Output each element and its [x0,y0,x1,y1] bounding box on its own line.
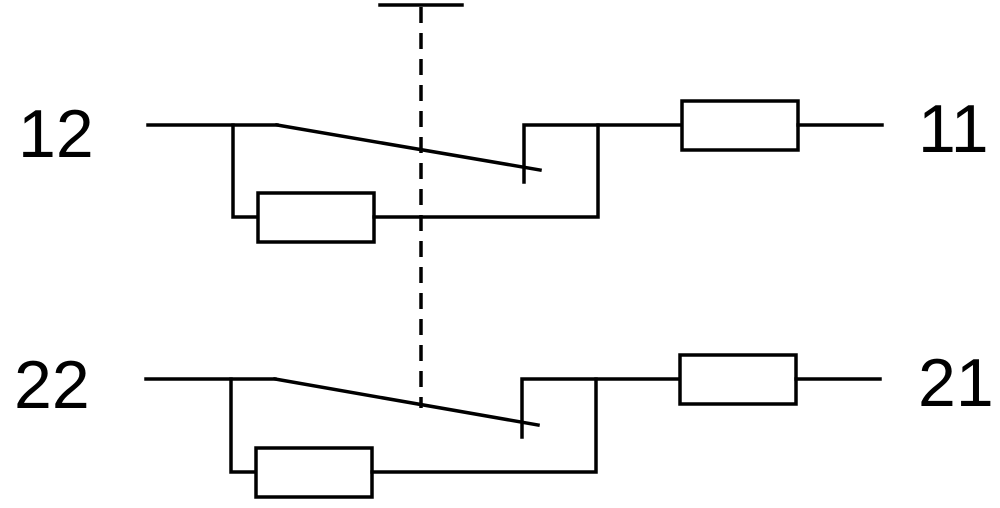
bypass-left-upper [231,123,260,219]
terminal-label-22: 22 [14,347,90,423]
resistor-series-upper [680,99,800,152]
contact-post-upper [522,123,684,184]
bypass-right-lower [370,377,598,474]
actuator [378,3,464,408]
terminal-label-21: 21 [918,345,994,421]
contact-post-lower [520,377,682,439]
switch-blade-upper [274,122,543,173]
resistor-bypass-upper [256,191,376,244]
resistor-bypass-lower [254,446,374,499]
switch-blade-lower [272,376,541,428]
terminal-label-12: 12 [18,96,94,172]
bypass-left-lower [229,377,258,474]
contact-circuit-upper: 12 11 [18,91,989,244]
bypass-right-upper [372,123,600,219]
contact-circuit-lower: 22 21 [14,345,994,499]
terminal-label-11: 11 [918,91,989,167]
resistor-series-lower [678,353,798,406]
